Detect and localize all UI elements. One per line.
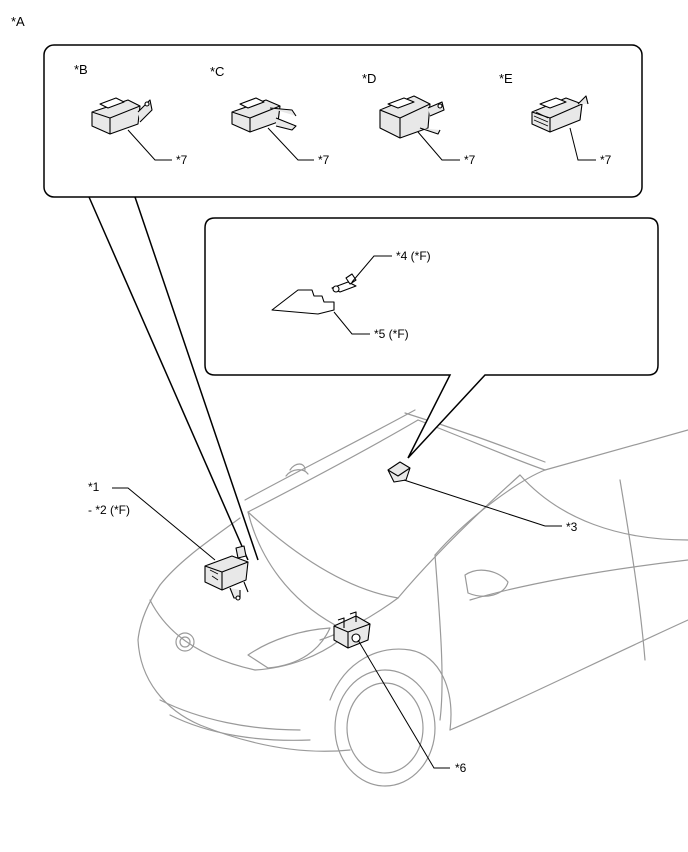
label-b7: *7 xyxy=(176,153,188,167)
leader-d7 xyxy=(417,131,460,161)
variant-callout-box xyxy=(43,44,643,198)
module-variant-c xyxy=(231,97,297,133)
module-variant-e xyxy=(531,95,589,133)
label-3: *3 xyxy=(566,520,578,534)
label-1: *1 xyxy=(88,480,100,494)
label-a: *A xyxy=(11,14,25,29)
label-d7: *7 xyxy=(464,153,476,167)
leader-4 xyxy=(351,255,392,283)
leader-5 xyxy=(333,311,370,335)
brake-actuator-6 xyxy=(333,611,371,649)
leader-6 xyxy=(357,639,450,769)
label-c7: *7 xyxy=(318,153,330,167)
windshield-sensor xyxy=(387,461,411,483)
label-5: *5 (*F) xyxy=(374,327,409,341)
control-module-1 xyxy=(204,545,249,601)
module-variant-d xyxy=(379,95,445,139)
leader-3 xyxy=(403,479,546,527)
leader-1 xyxy=(112,487,216,561)
label-4: *4 (*F) xyxy=(396,249,431,263)
leader-c7 xyxy=(267,127,314,161)
label-d: *D xyxy=(362,71,377,86)
leader-e7 xyxy=(569,127,596,161)
clip-part xyxy=(331,273,357,293)
label-6: *6 xyxy=(455,761,467,775)
leader-b7 xyxy=(127,129,172,161)
vehicle-outline xyxy=(137,409,688,787)
bracket-callout-box xyxy=(204,217,659,459)
label-e: *E xyxy=(499,71,513,86)
label-b: *B xyxy=(74,62,88,77)
label-c: *C xyxy=(210,64,225,79)
label-e7: *7 xyxy=(600,153,612,167)
label-2: - *2 (*F) xyxy=(88,503,130,517)
bracket-part xyxy=(271,289,335,315)
module-variant-b xyxy=(91,97,153,135)
